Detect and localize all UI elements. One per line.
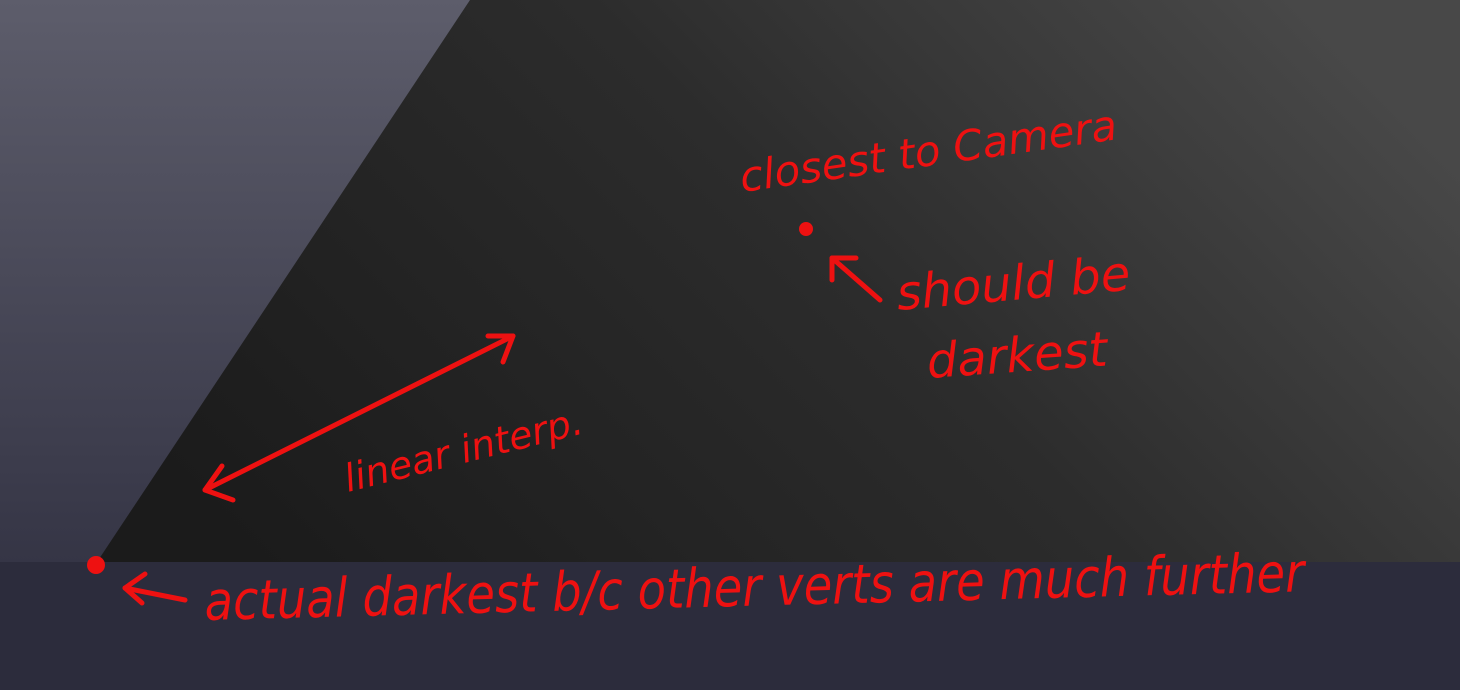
pointer-arrow-actual — [122, 571, 188, 606]
floor-band — [0, 562, 1460, 690]
actual-darkest-vertex-dot — [87, 556, 105, 574]
closest-vertex-dot — [799, 222, 813, 236]
darkest-label: darkest — [925, 321, 1111, 390]
pointer-arrow-closest — [829, 255, 883, 303]
shaded-surface — [97, 0, 1460, 562]
interpolation-double-arrow — [202, 333, 516, 503]
